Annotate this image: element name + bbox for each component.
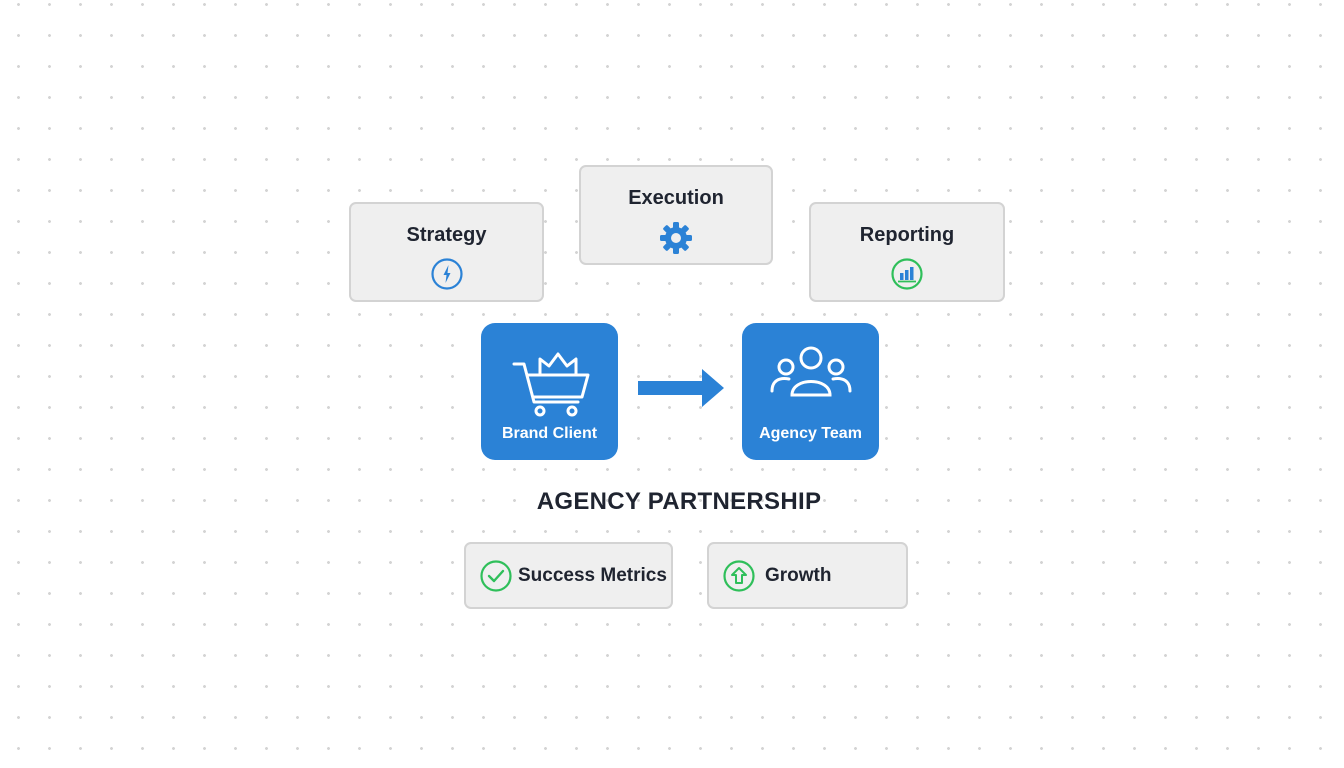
execution-card: Execution xyxy=(579,165,773,265)
success-metrics-label: Success Metrics xyxy=(518,564,667,586)
growth-label: Growth xyxy=(765,564,832,586)
success-metrics-card: Success Metrics xyxy=(464,542,673,609)
agency-team-node: Agency Team xyxy=(742,323,879,460)
reporting-card: Reporting xyxy=(809,202,1005,302)
brand-client-node: Brand Client xyxy=(481,323,618,460)
gear-icon xyxy=(660,222,692,254)
team-icon xyxy=(770,346,851,397)
strategy-card: Strategy xyxy=(349,202,544,302)
crown-cart-icon xyxy=(512,352,589,417)
arrow-right-icon xyxy=(638,369,724,407)
agency-team-label: Agency Team xyxy=(759,425,862,442)
strategy-label: Strategy xyxy=(406,224,487,246)
check-circle-icon xyxy=(480,559,512,592)
reporting-label: Reporting xyxy=(859,224,955,246)
growth-card: Growth xyxy=(707,542,908,609)
brand-client-label: Brand Client xyxy=(501,425,598,442)
compass-icon xyxy=(430,258,463,290)
arrow-up-circle-icon xyxy=(723,559,755,592)
execution-label: Execution xyxy=(628,187,724,209)
bar-chart-icon xyxy=(891,258,923,290)
diagram-title: AGENCY PARTNERSHIP xyxy=(536,488,822,515)
